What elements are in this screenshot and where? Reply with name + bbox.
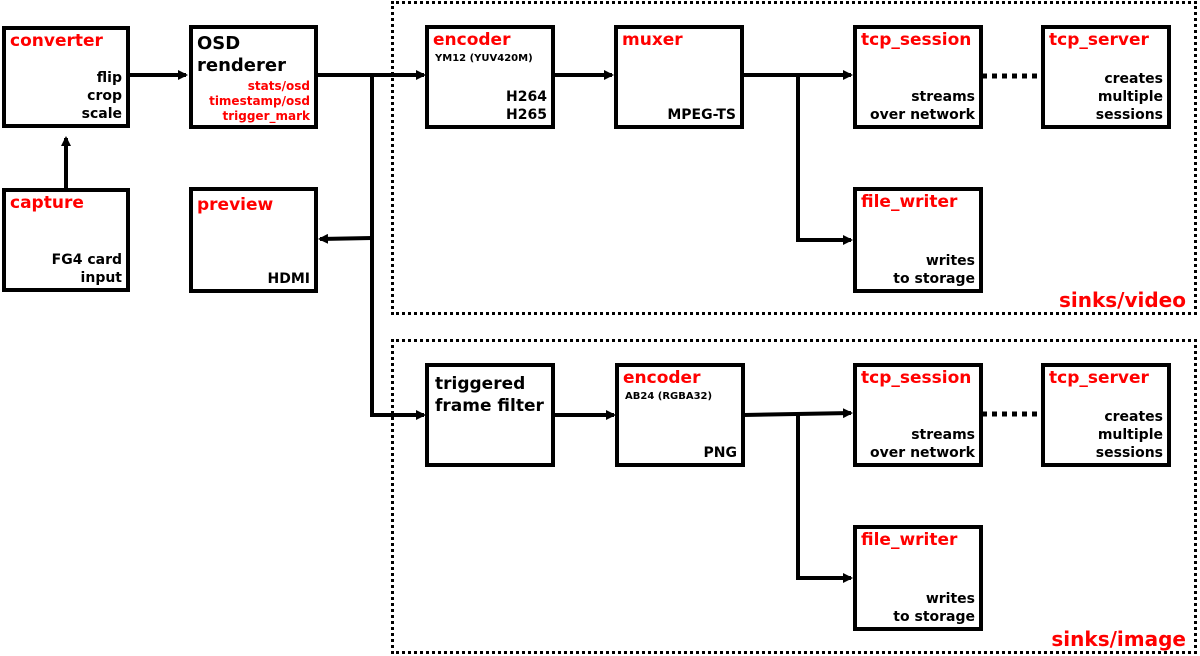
desc-line: HDMI <box>267 271 310 287</box>
node-title: tcp_session <box>861 368 972 388</box>
desc-line: to storage <box>893 271 975 287</box>
desc-line: writes <box>925 253 975 269</box>
node-title: encoder <box>433 30 511 50</box>
node-title: OSD renderer <box>197 33 286 76</box>
desc-line: creates <box>1104 409 1163 425</box>
node-description: PNG <box>704 444 737 462</box>
node-title: encoder <box>623 368 701 388</box>
node-title: tcp_server <box>1049 368 1149 388</box>
node-description: stats/osd timestamp/osd trigger_mark <box>209 79 310 124</box>
node-title: converter <box>10 31 103 51</box>
desc-line: timestamp/osd <box>209 94 310 108</box>
desc-line: trigger_mark <box>222 109 310 123</box>
desc-line: scale <box>81 106 122 122</box>
node-description: H264 H265 <box>506 88 547 124</box>
node-title: tcp_session <box>861 30 972 50</box>
group-label-video: sinks/video <box>1058 288 1186 312</box>
desc-line: writes <box>925 591 975 607</box>
node-osd-renderer[interactable]: OSD renderer stats/osd timestamp/osd tri… <box>189 25 318 129</box>
desc-line: input <box>80 270 122 286</box>
desc-line: crop <box>87 88 122 104</box>
node-title: file_writer <box>861 530 958 550</box>
node-capture[interactable]: capture FG4 card input <box>2 188 130 292</box>
node-description: FG4 card input <box>52 251 122 287</box>
group-sinks-image: sinks/image <box>391 339 1197 654</box>
node-format: YM12 (YUV420M) <box>435 53 533 64</box>
node-image-tcp-session[interactable]: tcp_session streams over network <box>853 363 983 467</box>
node-video-tcp-session[interactable]: tcp_session streams over network <box>853 25 983 129</box>
node-description: creates multiple sessions <box>1096 408 1163 462</box>
node-converter[interactable]: converter flip crop scale <box>2 26 130 128</box>
node-description: MPEG-TS <box>667 106 736 124</box>
desc-line: sessions <box>1095 107 1163 123</box>
node-triggered-frame-filter[interactable]: triggered frame filter <box>425 363 555 467</box>
node-title: muxer <box>622 30 683 50</box>
node-video-file-writer[interactable]: file_writer writes to storage <box>853 187 983 293</box>
desc-line: sessions <box>1095 445 1163 461</box>
desc-line: MPEG-TS <box>667 107 736 123</box>
node-format: AB24 (RGBA32) <box>625 391 713 402</box>
desc-line: over network <box>870 445 975 461</box>
desc-line: H264 <box>506 89 547 105</box>
group-label-image: sinks/image <box>1051 627 1186 651</box>
node-title: triggered frame filter <box>435 374 544 416</box>
edge-muxer-filewriter <box>796 75 853 245</box>
desc-line: PNG <box>703 445 737 461</box>
edge-imgencoder-tcpsession <box>743 408 853 419</box>
desc-line: H265 <box>506 107 547 123</box>
node-video-tcp-server[interactable]: tcp_server creates multiple sessions <box>1041 25 1171 129</box>
node-title: tcp_server <box>1049 30 1149 50</box>
node-video-encoder[interactable]: encoder YM12 (YUV420M) H264 H265 <box>425 25 555 129</box>
node-description: HDMI <box>268 270 310 288</box>
node-description: streams over network <box>870 88 975 124</box>
node-image-tcp-server[interactable]: tcp_server creates multiple sessions <box>1041 363 1171 467</box>
desc-line: multiple <box>1097 89 1163 105</box>
desc-line: flip <box>96 70 122 86</box>
node-description: creates multiple sessions <box>1096 70 1163 124</box>
node-image-encoder[interactable]: encoder AB24 (RGBA32) PNG <box>615 363 745 467</box>
node-title: file_writer <box>861 192 958 212</box>
node-description: writes to storage <box>893 252 975 288</box>
desc-line: to storage <box>893 609 975 625</box>
node-preview[interactable]: preview HDMI <box>189 187 318 293</box>
node-muxer[interactable]: muxer MPEG-TS <box>614 25 744 129</box>
node-image-file-writer[interactable]: file_writer writes to storage <box>853 525 983 631</box>
edge-imgencoder-filewriter <box>796 415 853 583</box>
edge-trunk-preview <box>318 233 373 244</box>
desc-line: creates <box>1104 71 1163 87</box>
desc-line: FG4 card <box>51 252 122 268</box>
node-description: flip crop scale <box>82 69 122 123</box>
desc-line: stats/osd <box>247 79 310 93</box>
desc-line: over network <box>870 107 975 123</box>
desc-line: streams <box>911 427 975 443</box>
node-title: preview <box>197 195 274 215</box>
node-description: writes to storage <box>893 590 975 626</box>
desc-line: streams <box>911 89 975 105</box>
node-description: streams over network <box>870 426 975 462</box>
group-sinks-video: sinks/video <box>391 1 1197 315</box>
node-title: capture <box>10 193 84 213</box>
desc-line: multiple <box>1097 427 1163 443</box>
